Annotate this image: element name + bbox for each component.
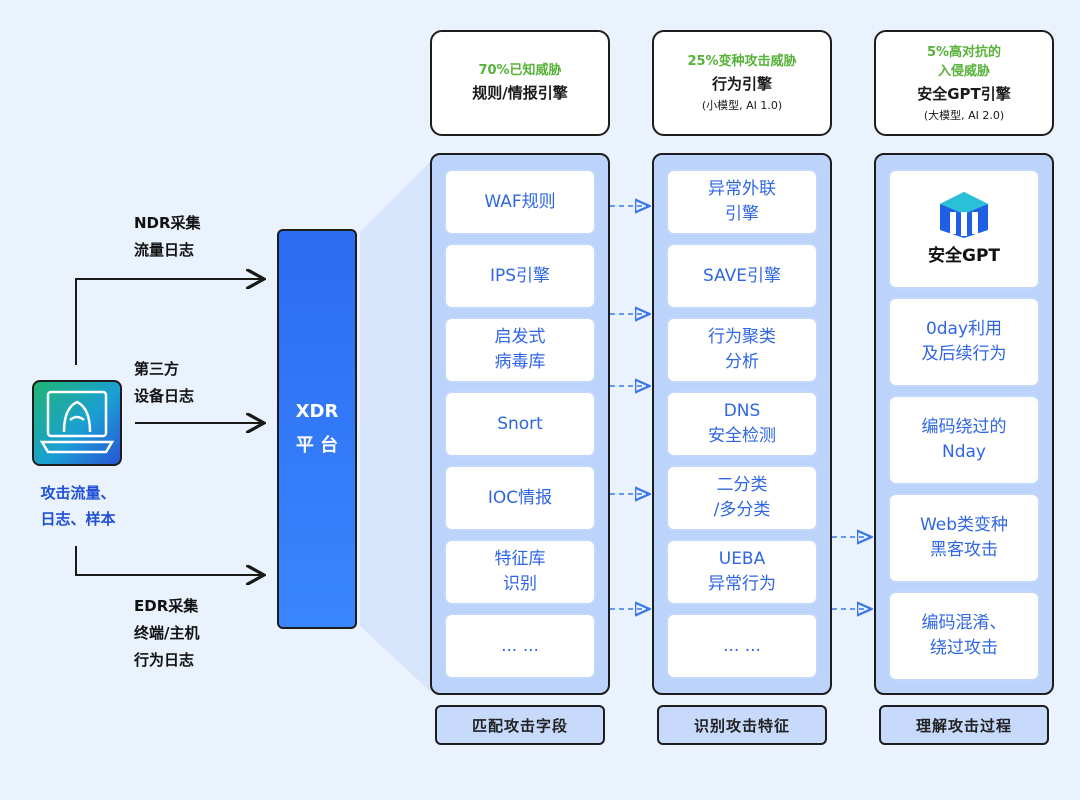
engine-header-behavior: 25%变种攻击威胁 行为引擎 (小模型, AI 1.0) [652,30,832,136]
edr-label-line1: EDR采集 [134,597,199,615]
card-label: 二分类 /多分类 [713,475,771,520]
engine-card: IOC情报 [444,465,596,531]
engine-card: 异常外联 引擎 [666,169,818,235]
card-label: 编码绕过的 Nday [921,417,1007,462]
third-party-label: 第三方 设备日志 [134,356,194,410]
engine-card: ... ... [666,613,818,679]
engine-header-rules: 70%已知威胁 规则/情报引擎 [430,30,610,136]
ndr-label-line2: 流量日志 [134,241,195,259]
engine-card: 0day利用 及后续行为 [888,297,1040,387]
xdr-fan-shape [360,160,432,693]
footer-label: 识别攻击特征 [693,716,790,735]
footer-label: 匹配攻击字段 [471,716,568,735]
header-share: 70%已知威胁 [478,62,562,78]
source-icon [32,380,122,466]
engine-card: 编码绕过的 Nday [888,395,1040,485]
card-label: UEBA 异常行为 [708,549,776,594]
card-label: 0day利用 及后续行为 [921,319,1007,364]
header-share: 5%高对抗的 入侵威胁 [926,44,1002,79]
engine-card: DNS 安全检测 [666,391,818,457]
card-label: IOC情报 [487,487,553,508]
engine-card: 编码混淆、 绕过攻击 [888,591,1040,681]
edr-label: EDR采集 终端/主机 行为日志 [134,593,199,674]
header-title: 安全GPT引擎 [917,84,1011,103]
engine-card: IPS引擎 [444,243,596,309]
footer-label: 理解攻击过程 [915,716,1012,735]
card-label: WAF规则 [484,191,556,212]
engine-card: 行为聚类 分析 [666,317,818,383]
hooded-hacker-laptop-icon [39,390,115,454]
security-gpt-logo-icon [940,191,988,238]
card-label: Snort [497,413,543,434]
header-subtitle: (大模型, AI 2.0) [923,108,1005,122]
engine-card: Web类变种 黑客攻击 [888,493,1040,583]
engine-card: 特征库 识别 [444,539,596,605]
engine-card: UEBA 异常行为 [666,539,818,605]
card-label: ... ... [723,635,761,656]
card-label: SAVE引擎 [702,265,782,286]
source-label-line2: 日志、样本 [40,510,116,528]
third-party-label-line1: 第三方 [134,360,180,378]
header-subtitle: (小模型, AI 1.0) [701,99,783,112]
engine-card: 二分类 /多分类 [666,465,818,531]
engine-card: Snort [444,391,596,457]
card-label: 特征库 识别 [494,549,546,594]
third-party-label-line2: 设备日志 [134,387,195,405]
source-label: 攻击流量、 日志、样本 [18,480,138,532]
card-label: 编码混淆、 绕过攻击 [921,613,1007,658]
card-label: IPS引擎 [489,265,551,286]
engine-header-gpt: 5%高对抗的 入侵威胁 安全GPT引擎 (大模型, AI 2.0) [874,30,1054,136]
ndr-label-line1: NDR采集 [134,214,201,232]
engine-card: 启发式 病毒库 [444,317,596,383]
engine-card: ... ... [444,613,596,679]
edr-arrow [75,546,262,575]
card-label: ... ... [501,635,539,656]
header-title: 规则/情报引擎 [472,83,568,102]
header-title: 行为引擎 [711,75,772,93]
edr-label-line3: 行为日志 [134,651,195,669]
card-label: DNS 安全检测 [708,401,776,446]
security-gpt-card: 安全GPT [888,169,1040,289]
xdr-label-line1: XDR [295,401,339,422]
security-gpt-name: 安全GPT [927,245,1000,266]
source-label-line1: 攻击流量、 [40,484,116,502]
footer-understand-process: 理解攻击过程 [879,705,1049,745]
footer-match-fields: 匹配攻击字段 [435,705,605,745]
card-label: 异常外联 引擎 [708,179,776,224]
ndr-arrow [75,279,262,365]
header-share: 25%变种攻击威胁 [687,54,797,69]
ndr-label: NDR采集 流量日志 [134,210,201,264]
footer-identify-features: 识别攻击特征 [657,705,827,745]
card-label: Web类变种 黑客攻击 [919,515,1009,560]
xdr-label-line2: 平 台 [295,435,339,456]
engine-card: SAVE引擎 [666,243,818,309]
card-label: 启发式 病毒库 [494,327,546,372]
edr-label-line2: 终端/主机 [134,624,200,642]
engine-card: WAF规则 [444,169,596,235]
xdr-platform: XDR 平 台 [277,229,357,629]
card-label: 行为聚类 分析 [708,327,776,372]
